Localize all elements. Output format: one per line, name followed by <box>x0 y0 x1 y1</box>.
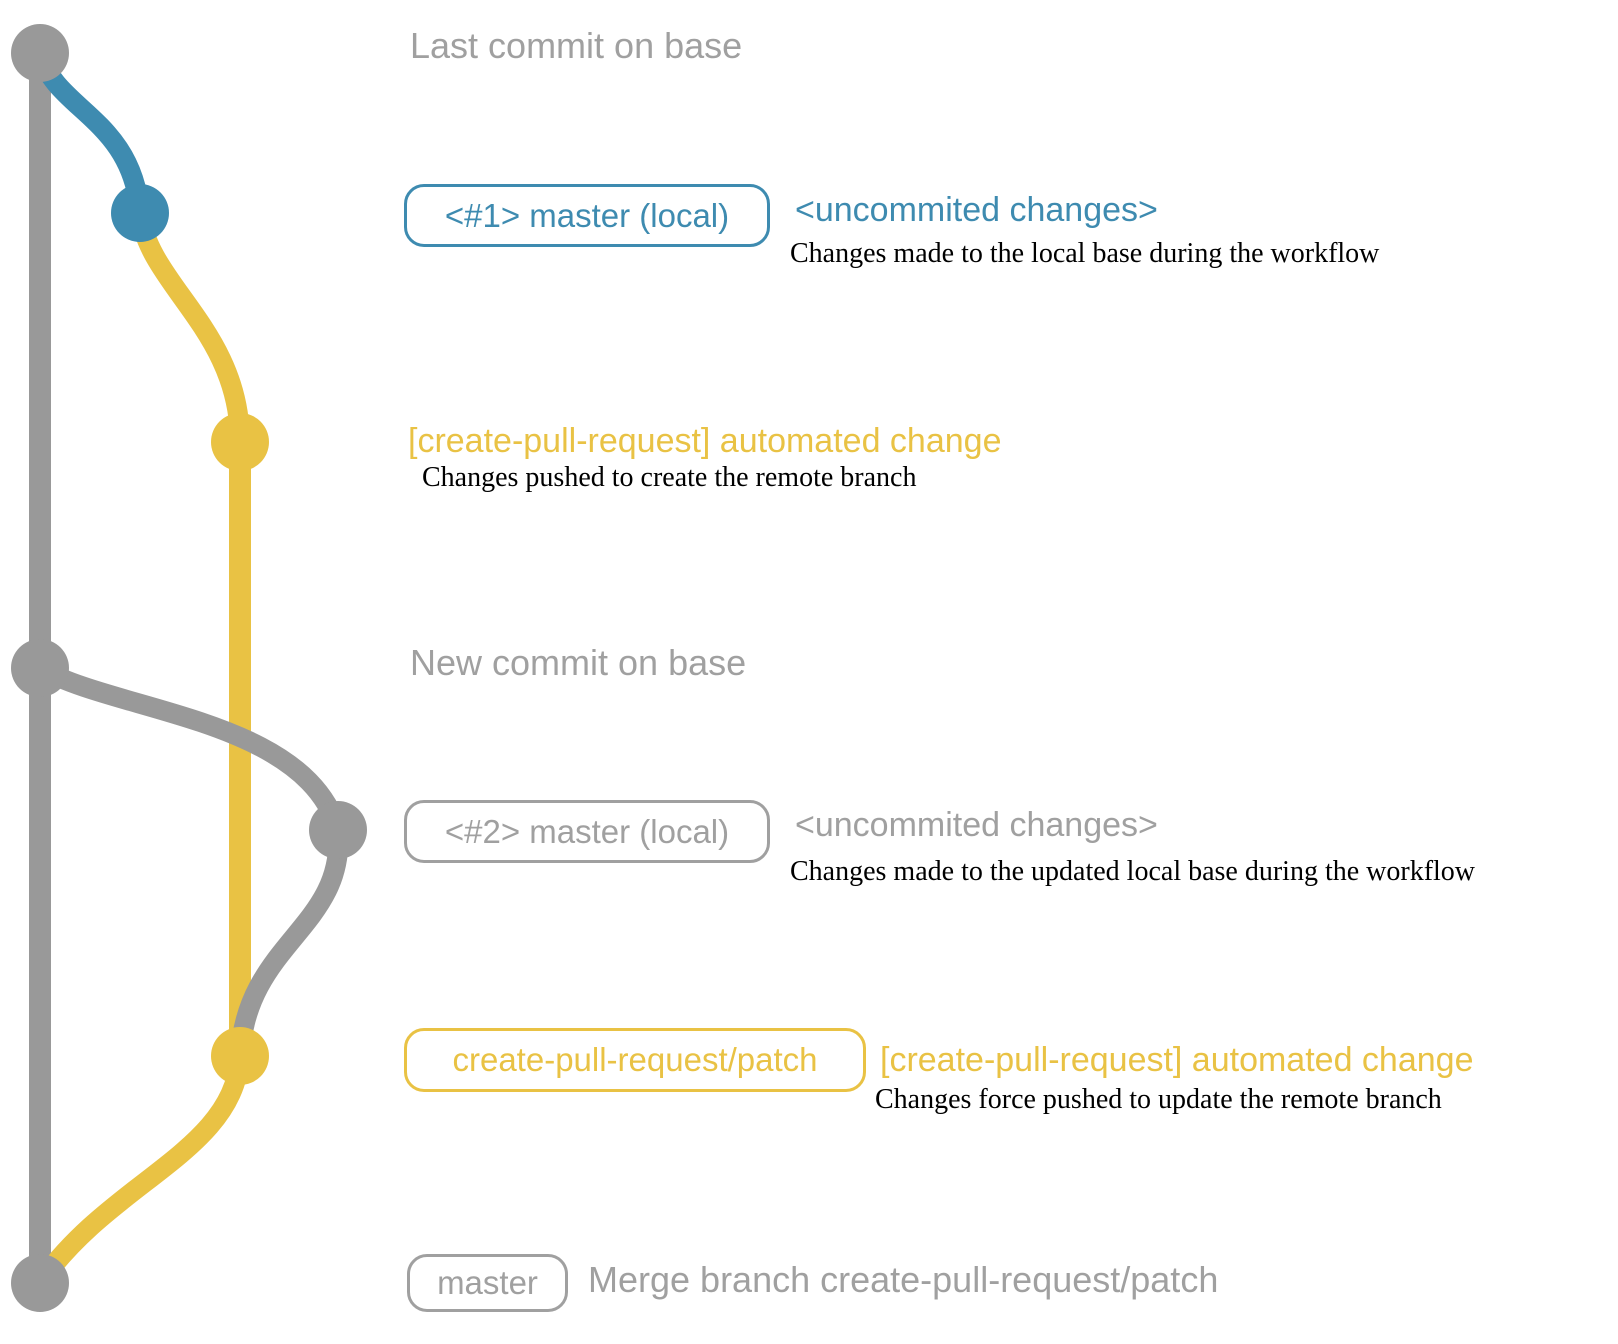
patch-merge-curve <box>31 1054 250 1289</box>
uncommitted-changes-description-2: Changes made to the updated local base d… <box>790 856 1476 887</box>
automated-change-label-1: [create-pull-request] automated change <box>408 422 1002 460</box>
uncommitted-changes-label-2: <uncommited changes> <box>795 806 1158 844</box>
local-branch-curve-2 <box>34 659 348 834</box>
badge-master-local-1-label: <#1> master (local) <box>444 196 730 234</box>
node-local-uncommitted-1 <box>111 184 169 242</box>
badge-master-local-2: <#2> master (local) <box>404 800 770 863</box>
automated-change-description-2: Changes force pushed to update the remot… <box>875 1084 1442 1115</box>
last-commit-heading: Last commit on base <box>410 25 743 66</box>
node-last-commit-on-base <box>11 24 69 82</box>
automated-change-description-1: Changes pushed to create the remote bran… <box>422 462 917 493</box>
automated-change-label-2: [create-pull-request] automated change <box>880 1041 1474 1079</box>
node-local-uncommitted-2 <box>309 801 367 859</box>
node-remote-branch-commit-1 <box>211 413 269 471</box>
patch-branch-curve-1 <box>130 211 250 443</box>
uncommitted-changes-description-1: Changes made to the local base during th… <box>790 238 1380 269</box>
badge-create-pull-request-patch-label: create-pull-request/patch <box>452 1041 818 1078</box>
local-to-patch-curve <box>230 829 349 1057</box>
badge-master-local-2-label: <#2> master (local) <box>444 812 730 850</box>
node-new-commit-on-base <box>11 639 69 697</box>
uncommitted-changes-label-1: <uncommited changes> <box>795 191 1158 229</box>
badge-create-pull-request-patch: create-pull-request/patch <box>404 1028 866 1092</box>
node-merge-commit <box>11 1254 69 1312</box>
node-remote-branch-commit-2 <box>211 1027 269 1085</box>
merge-heading: Merge branch create-pull-request/patch <box>588 1259 1219 1300</box>
new-commit-heading: New commit on base <box>410 642 747 683</box>
badge-master-local-1: <#1> master (local) <box>404 184 770 247</box>
badge-master-label: master <box>437 1264 538 1301</box>
badge-master: master <box>407 1254 568 1312</box>
